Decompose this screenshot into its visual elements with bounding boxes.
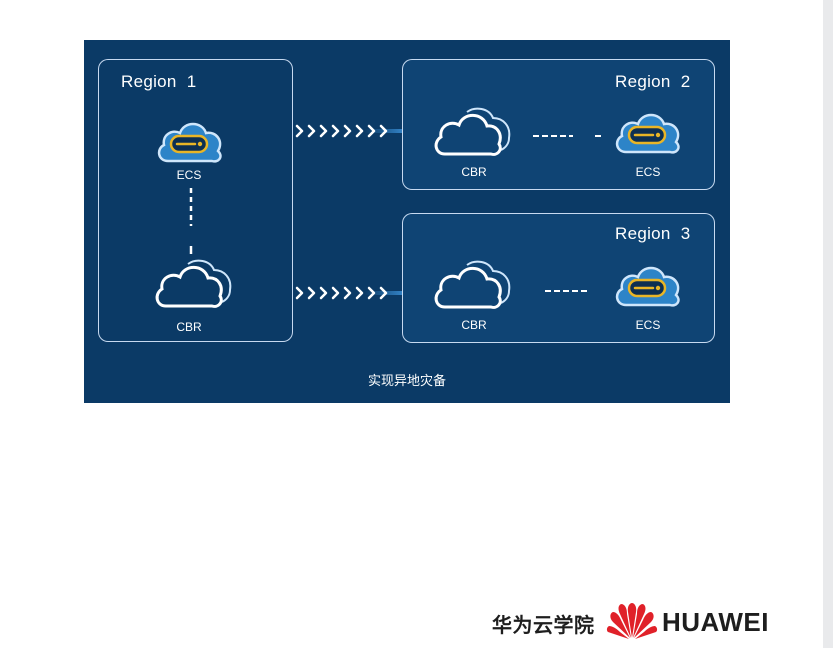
vertical-dashed-connector <box>189 188 193 254</box>
brand-cn-name: 华为云学院 <box>492 613 595 637</box>
r1-cbr-label: CBR <box>176 320 202 334</box>
region-1-box: Region 1 ECS <box>98 59 293 342</box>
scrollbar-track <box>823 0 833 648</box>
ecs-server-icon <box>612 104 684 162</box>
horizontal-dashed-connector <box>533 135 601 137</box>
r2-ecs-label: ECS <box>635 165 661 179</box>
region-2-title: Region 2 <box>615 72 691 91</box>
horizontal-dashed-connector <box>545 290 587 292</box>
brand-en-name: HUAWEI <box>662 607 769 637</box>
cbr-cloud-icon <box>433 257 515 315</box>
diagram-caption: 实现异地灾备 <box>367 374 446 389</box>
region-3-title: Region 3 <box>615 224 691 243</box>
huawei-logo-icon <box>606 603 658 639</box>
chevron-right-icon <box>295 124 405 138</box>
r1-ecs-label: ECS <box>176 168 202 182</box>
r2-cbr-label: CBR <box>461 165 487 179</box>
r3-cbr-label: CBR <box>461 318 487 332</box>
cbr-cloud-icon <box>433 104 515 162</box>
region-1-title: Region 1 <box>121 72 197 91</box>
region-3-box: Region 3 CBR ECS <box>402 213 715 343</box>
region-2-box: Region 2 CBR ECS <box>402 59 715 190</box>
chevron-right-icon <box>295 286 405 300</box>
ecs-server-icon <box>154 113 226 171</box>
r3-ecs-label: ECS <box>635 318 661 332</box>
ecs-server-icon <box>612 257 684 315</box>
cbr-cloud-icon <box>154 256 236 314</box>
disaster-recovery-diagram: Region 1 ECS <box>84 40 730 403</box>
brand-footer: 华为云学院 HUAWEI <box>490 600 790 642</box>
